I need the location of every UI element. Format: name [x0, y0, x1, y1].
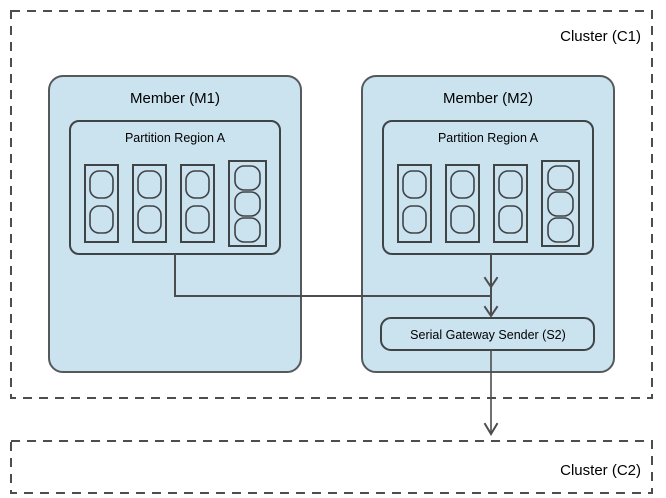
member-m1-bucket-2[interactable]	[132, 164, 167, 243]
member-m2-label: Member (M2)	[443, 90, 533, 107]
member-m1-bucket-4-cell-2	[234, 191, 261, 217]
member-m2-bucket-2-cell-1	[450, 170, 475, 199]
connection-m1-region-to-sender-path	[174, 254, 491, 297]
member-m2-bucket-3-cell-1	[498, 170, 523, 199]
member-m1-bucket-1[interactable]	[84, 164, 119, 243]
member-m2-bucket-1[interactable]	[397, 164, 432, 243]
cluster-c1: Cluster (C1)	[10, 10, 653, 399]
member-m1-bucket-2-cell-2	[137, 205, 162, 234]
cluster-c2-label: Cluster (C2)	[560, 462, 641, 479]
connection-m2-region-to-sender	[483, 254, 499, 316]
member-m1-bucket-2-cell-1	[137, 170, 162, 199]
member-m2-bucket-3-cell-2	[498, 205, 523, 234]
member-m1-bucket-3[interactable]	[180, 164, 215, 243]
member-m2-bucket-2[interactable]	[445, 164, 480, 243]
member-m1-bucket-4[interactable]	[228, 160, 267, 247]
member-m1-label: Member (M1)	[130, 90, 220, 107]
member-m1-bucket-3-cell-1	[185, 170, 210, 199]
cluster-c1-label: Cluster (C1)	[560, 28, 641, 45]
connection-sender-to-cluster-c2-arrowhead	[483, 422, 499, 436]
member-m2-bucket-1-cell-2	[402, 205, 427, 234]
member-m1-bucket-4-cell-3	[234, 217, 261, 243]
member-m2-region-box[interactable]	[382, 120, 594, 255]
member-m1[interactable]: Member (M1) Partition Region A	[48, 75, 302, 373]
connection-sender-to-cluster-c2	[483, 350, 499, 436]
serial-gateway-sender-s2[interactable]: Serial Gateway Sender (S2)	[380, 317, 595, 351]
cluster-c1-border	[10, 10, 653, 399]
member-m2-bucket-1-cell-1	[402, 170, 427, 199]
connection-m2-region-to-sender-arrowhead	[483, 276, 499, 289]
cluster-c2-border	[10, 440, 653, 494]
member-m2-bucket-3[interactable]	[493, 164, 528, 243]
member-m2-region-label: Partition Region A	[438, 131, 539, 145]
serial-gateway-sender-s2-box[interactable]	[380, 317, 595, 351]
member-m1-bucket-3-cell-2	[185, 205, 210, 234]
serial-gateway-sender-s2-label: Serial Gateway Sender (S2)	[410, 328, 566, 342]
member-m2-bucket-4-cell-2	[547, 191, 574, 217]
member-m1-region-label: Partition Region A	[125, 131, 226, 145]
member-m2-bucket-4-cell-1	[547, 165, 574, 191]
member-m1-bucket-1-cell-2	[89, 205, 114, 234]
member-m2-bucket-4[interactable]	[541, 160, 580, 247]
member-m1-bucket-4-cell-1	[234, 165, 261, 191]
member-m2[interactable]: Member (M2) Partition Region A	[361, 75, 615, 373]
member-m2-bucket-2-cell-2	[450, 205, 475, 234]
cluster-c2: Cluster (C2)	[10, 440, 653, 494]
member-m2-bucket-4-cell-3	[547, 217, 574, 243]
member-m1-bucket-1-cell-1	[89, 170, 114, 199]
member-m2-partition-region[interactable]: Partition Region A	[382, 120, 594, 255]
member-m1-partition-region[interactable]: Partition Region A	[69, 120, 281, 255]
